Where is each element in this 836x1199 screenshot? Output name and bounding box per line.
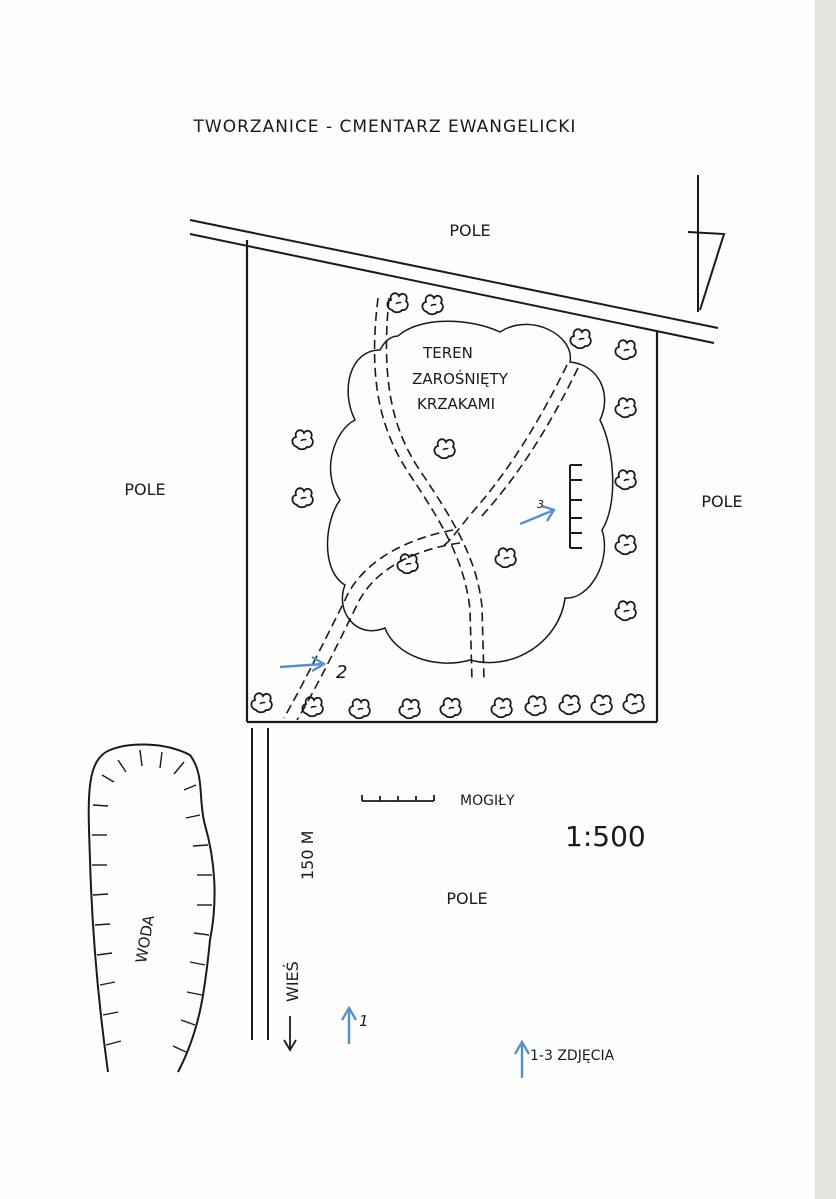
overgrown-area — [326, 320, 614, 664]
legend-photos: 1-3 ZDJĘCIA — [530, 1048, 615, 1064]
bush-icon — [614, 339, 637, 361]
bush-icon — [558, 694, 581, 716]
bush-icon — [396, 553, 419, 575]
footpaths — [283, 297, 579, 721]
label-distance: 150 M — [298, 831, 317, 880]
photo-arrow-3-icon — [519, 504, 556, 526]
photo-marker-2: 2 — [336, 662, 347, 683]
water-hachures — [92, 749, 212, 1053]
photo-arrow-1-icon — [340, 1005, 358, 1044]
paper-edge — [815, 0, 836, 1199]
top-road — [189, 219, 719, 344]
bush-icon — [250, 692, 273, 714]
bush-icon — [494, 547, 517, 569]
bush-icon — [398, 698, 421, 720]
photo-arrow-2-icon — [279, 655, 327, 673]
label-pole-bottom: POLE — [446, 889, 487, 908]
bush-icon — [614, 469, 637, 491]
bush-icon — [614, 600, 637, 622]
bush-icon — [524, 695, 547, 717]
graves-row — [569, 464, 582, 549]
bush-icon — [291, 429, 314, 451]
label-wies: WIEŚ — [283, 961, 302, 1002]
legend-graves: MOGIŁY — [460, 793, 515, 809]
bush-icon — [614, 397, 637, 419]
label-pole-right: POLE — [701, 492, 742, 511]
village-arrow-icon — [283, 1016, 297, 1052]
village-road — [251, 728, 269, 1040]
bush-icon — [433, 438, 456, 460]
paper-sheet — [0, 0, 815, 1199]
bush-icon — [490, 697, 513, 719]
cemetery-boundary — [245, 240, 659, 724]
bush-icon — [439, 697, 462, 719]
water-body — [87, 743, 216, 1073]
photo-marker-3: 3 — [537, 498, 544, 511]
bush-icon — [348, 698, 371, 720]
bush-icon — [386, 292, 409, 314]
photo-marker-1: 1 — [359, 1012, 369, 1030]
label-teren-3: KRZAKAMI — [417, 395, 495, 413]
graves-legend-symbol — [361, 795, 435, 802]
label-woda: WODA — [132, 913, 158, 964]
bush-icon — [614, 534, 637, 556]
label-pole-left: POLE — [124, 480, 165, 499]
legend-photo-arrow-icon — [513, 1039, 531, 1078]
bush-icon — [421, 294, 444, 316]
label-teren-1: TEREN — [422, 344, 473, 362]
bush-icon — [291, 487, 314, 509]
label-pole-top: POLE — [449, 221, 490, 240]
label-teren-2: ZAROŚNIĘTY — [412, 369, 509, 388]
map-scale: 1:500 — [565, 820, 646, 853]
bush-icon — [569, 328, 592, 350]
map-title: TWORZANICE - CMENTARZ EWANGELICKI — [193, 117, 577, 137]
bush-icon — [622, 693, 645, 715]
bush-icon — [590, 694, 613, 716]
north-arrow-icon — [687, 175, 726, 312]
